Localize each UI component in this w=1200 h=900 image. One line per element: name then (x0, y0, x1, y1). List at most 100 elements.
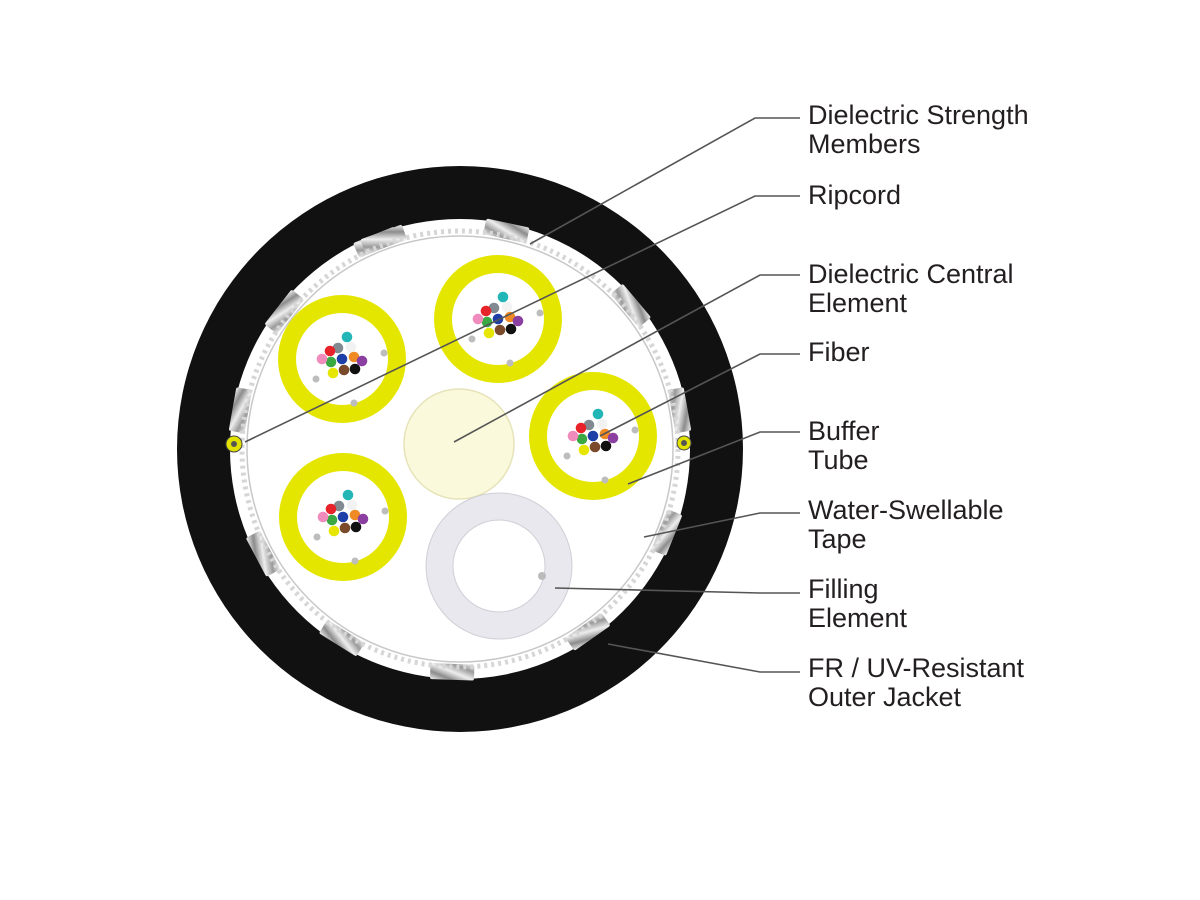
label-ripcord: Ripcord (808, 181, 1188, 210)
fiber (349, 509, 361, 521)
buffer-tube-dot (350, 399, 358, 407)
filling-element-hole (452, 519, 546, 613)
strength-member-strip (611, 284, 651, 327)
buffer-tube-dot (506, 359, 514, 367)
fiber (328, 525, 340, 537)
fiber (341, 331, 353, 343)
water-swellable-tape (239, 228, 681, 670)
leader-line (529, 117, 800, 245)
buffer-tube-dot (380, 349, 388, 357)
fiber (583, 419, 595, 431)
fiber (600, 440, 612, 452)
label-dielectric-central-element: Dielectric Central Element (808, 260, 1188, 318)
label-line: Ripcord (808, 180, 902, 210)
strength-member-strip-body (611, 284, 651, 327)
label-line: Tape (808, 524, 867, 554)
leader-line (453, 274, 800, 443)
buffer-tube-dot (312, 375, 320, 383)
strength-member-strip (246, 531, 280, 577)
fiber (342, 489, 354, 501)
leader-line (627, 431, 800, 485)
filling-element-dot (538, 572, 546, 580)
buffer-tubes (278, 255, 657, 581)
buffer-tube-dot (601, 476, 609, 484)
fiber (494, 324, 506, 336)
water-swellable-tape-inner (246, 235, 674, 663)
label-buffer-tube: Buffer Tube (808, 417, 1188, 475)
label-line: Filling (808, 574, 879, 604)
strength-member-strip (265, 290, 304, 334)
label-dielectric-strength-members: Dielectric Strength Members (808, 101, 1188, 159)
buffer-tube (278, 295, 406, 423)
leader-line (599, 353, 800, 437)
strength-member-strip-body (229, 387, 252, 434)
fiber (575, 422, 587, 434)
ripcord-left (225, 435, 243, 453)
fiber (596, 418, 608, 430)
fiber (339, 522, 351, 534)
strength-member-strip (483, 218, 530, 243)
strength-member-strip-body (265, 290, 304, 334)
fiber (338, 364, 350, 376)
strength-member-strip-body (246, 531, 280, 577)
fiber (607, 432, 619, 444)
dielectric-central-element (403, 388, 515, 500)
fiber (512, 315, 524, 327)
strength-member-strip (229, 387, 252, 434)
buffer-tube (279, 453, 407, 581)
buffer-tube-dot (468, 335, 476, 343)
fiber (497, 291, 509, 303)
fiber (576, 433, 588, 445)
fiber (350, 521, 362, 533)
fiber (505, 323, 517, 335)
fiber (578, 444, 590, 456)
fiber (587, 430, 599, 442)
label-line: FR / UV-Resistant (808, 653, 1025, 683)
fiber (317, 511, 329, 523)
fiber (501, 301, 513, 313)
fiber (333, 500, 345, 512)
fiber (327, 367, 339, 379)
leader-line (244, 195, 800, 443)
fiber (356, 355, 368, 367)
strength-member-strip (566, 613, 610, 651)
buffer-tube (434, 255, 562, 383)
strength-member-strip (360, 224, 407, 254)
fiber (324, 345, 336, 357)
label-outer-jacket: FR / UV-Resistant Outer Jacket (808, 654, 1188, 712)
fiber (326, 514, 338, 526)
fiber (332, 342, 344, 354)
ripcord-right (676, 435, 692, 451)
buffer-tube-dot (631, 426, 639, 434)
fiber (567, 430, 579, 442)
dielectric-strength-members (229, 218, 691, 681)
fiber (316, 353, 328, 365)
fiber (504, 311, 516, 323)
fiber (488, 302, 500, 314)
fiber (348, 351, 360, 363)
fiber (325, 356, 337, 368)
fiber (346, 499, 358, 511)
label-line: Tube (808, 445, 869, 475)
fiber (325, 503, 337, 515)
fiber (336, 353, 348, 365)
label-water-swellable-tape: Water-Swellable Tape (808, 496, 1188, 554)
fiber (337, 511, 349, 523)
fiber (357, 513, 369, 525)
fiber (349, 363, 361, 375)
label-line: Dielectric Central (808, 259, 1014, 289)
label-line: Element (808, 603, 908, 633)
leader-line (607, 643, 800, 673)
buffer-tube-dot (381, 507, 389, 515)
strength-member-strip-body (566, 613, 610, 651)
leader-line (554, 587, 800, 594)
fiber (345, 341, 357, 353)
label-line: Buffer (808, 416, 880, 446)
strength-member-strip-body (319, 620, 364, 656)
label-line: Fiber (808, 337, 870, 367)
strength-member-strip-body (360, 224, 407, 254)
strength-member-strip-body (483, 218, 530, 243)
label-line: Element (808, 288, 908, 318)
label-filling-element: Filling Element (808, 575, 1188, 633)
